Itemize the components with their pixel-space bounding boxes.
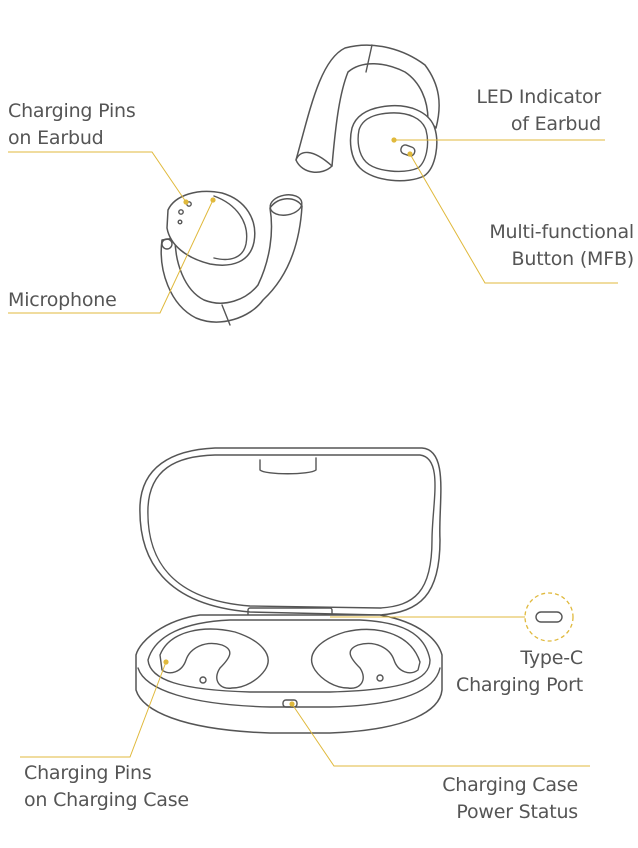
label-charging-pins-earbud: Charging Pins on Earbud [8, 98, 136, 152]
label-line: LED Indicator [476, 86, 601, 108]
label-line: Charging Case [442, 774, 578, 796]
leader-lines [8, 137, 618, 767]
left-earbud [160, 190, 303, 326]
label-line: Microphone [8, 289, 117, 311]
label-line: Charging Pins [8, 100, 136, 122]
label-type-c: Type-C Charging Port [456, 645, 583, 699]
label-line: Power Status [456, 801, 578, 823]
right-earbud [295, 44, 440, 182]
label-line: Type-C [520, 647, 583, 669]
label-line: Charging Port [456, 674, 583, 696]
type-c-port-callout [524, 592, 574, 642]
label-line: of Earbud [510, 113, 601, 135]
label-line: Button (MFB) [511, 248, 635, 270]
label-line: Multi-functional [489, 221, 634, 243]
label-line: on Earbud [8, 127, 104, 149]
label-line: Charging Pins [24, 762, 152, 784]
label-microphone: Microphone [8, 287, 117, 314]
label-case-power-status: Charging Case Power Status [442, 772, 578, 826]
label-charging-pins-case: Charging Pins on Charging Case [24, 760, 189, 814]
label-led-indicator: LED Indicator of Earbud [476, 84, 601, 138]
label-line: on Charging Case [24, 789, 189, 811]
charging-case [135, 447, 443, 734]
label-mfb: Multi-functional Button (MFB) [489, 219, 634, 273]
